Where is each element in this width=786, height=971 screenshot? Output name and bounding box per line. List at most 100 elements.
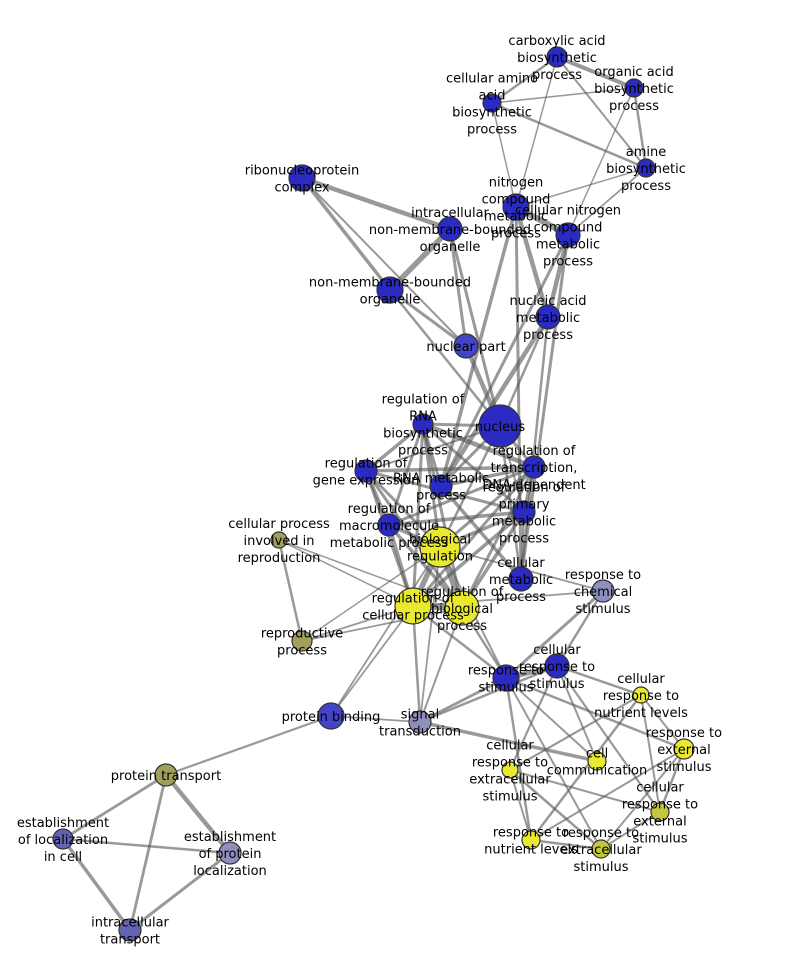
graph-edge [330, 715, 421, 723]
graph-node-non_membrane_bounded_organelle[interactable] [376, 276, 404, 304]
graph-node-protein_transport[interactable] [154, 763, 178, 787]
graph-node-regulation_of_gene_expression[interactable] [354, 459, 378, 483]
graph-node-intracellular_transport[interactable] [118, 918, 142, 942]
graph-edge [128, 851, 232, 932]
graph-edge [300, 176, 392, 292]
graph-edge [61, 773, 168, 841]
graph-node-intracellular_non_membrane_bounded_organelle[interactable] [437, 216, 463, 242]
graph-edge [460, 510, 526, 610]
graph-edge [640, 694, 685, 750]
graph-node-regulation_of_cellular_process[interactable] [394, 587, 432, 625]
graph-node-response_to_external_stimulus[interactable] [673, 738, 695, 760]
graph-edge [529, 693, 643, 842]
graph-edge [448, 227, 502, 428]
graph-edge [411, 465, 536, 608]
graph-node-nuclear_part[interactable] [453, 333, 479, 359]
graph-node-response_to_extracellular_stimulus[interactable] [591, 839, 611, 859]
graph-edge [640, 694, 661, 813]
graph-node-establishment_of_protein_localization[interactable] [218, 841, 242, 865]
graph-edge [301, 546, 441, 642]
graph-edge [411, 604, 422, 724]
graph-edge [418, 664, 559, 724]
graph-edge [439, 465, 536, 488]
graph-edge [555, 664, 643, 697]
graph-edge [418, 676, 508, 724]
graph-node-cellular_nitrogen_compound_metabolic_process[interactable] [555, 222, 581, 248]
graph-edge [418, 720, 599, 763]
graph-node-establishment_of_localization_in_cell[interactable] [52, 828, 74, 850]
graph-node-protein_binding[interactable] [317, 702, 345, 730]
graph-edge [490, 55, 559, 105]
graph-edge [632, 86, 648, 170]
graph-node-cell_communication[interactable] [587, 751, 607, 771]
graph-node-ribonucleoprotein_complex[interactable] [288, 164, 316, 192]
graph-node-carboxylic_acid_biosynthetic_process[interactable] [546, 46, 568, 68]
graph-edge [411, 510, 526, 608]
graph-node-amine_biosynthetic_process[interactable] [636, 158, 656, 178]
graph-edge [460, 465, 536, 610]
graph-edge [61, 837, 232, 855]
graph-node-nucleus[interactable] [478, 404, 522, 448]
graph-node-signal_transduction[interactable] [408, 710, 432, 734]
graph-edge [388, 288, 502, 428]
graph-node-cellular_response_to_external_stimulus[interactable] [650, 802, 670, 822]
graph-node-regulation_of_biological_process[interactable] [444, 590, 480, 626]
graph-edge [490, 101, 648, 170]
graph-edge [508, 768, 603, 851]
graph-edge [330, 605, 414, 717]
graph-node-regulation_of_rna_biosynthetic_process[interactable] [412, 413, 434, 435]
graph-node-cellular_response_to_nutrient_levels[interactable] [632, 686, 650, 704]
graph-edge [419, 607, 463, 723]
graph-edge [301, 605, 414, 642]
graph-edge [600, 811, 661, 850]
graph-edge [600, 748, 685, 850]
graph-node-response_to_stimulus[interactable] [492, 664, 520, 692]
graph-edge [504, 676, 686, 751]
graph-edge [515, 167, 647, 208]
graph-node-response_to_chemical_stimulus[interactable] [591, 579, 615, 603]
graph-node-cellular_response_to_extracellular_stimulus[interactable] [501, 761, 519, 779]
graph-node-rna_metabolic_process[interactable] [429, 474, 453, 498]
graph-node-regulation_of_transcription_dna_dependent[interactable] [522, 455, 546, 479]
graph-node-cellular_metabolic_process[interactable] [508, 566, 534, 592]
graph-node-nucleic_acid_metabolic_process[interactable] [535, 304, 561, 330]
graph-node-cellular_amino_acid_biosynthetic_process[interactable] [482, 93, 502, 113]
graph-edge [555, 55, 636, 90]
graph-node-organic_acid_biosynthetic_process[interactable] [624, 78, 644, 98]
graph-node-regulation_of_macromolecule_metabolic_process[interactable] [377, 513, 401, 537]
graph-edge [164, 714, 333, 777]
graph-edge [364, 422, 425, 473]
graph-edge [508, 693, 643, 772]
graph-node-nitrogen_compound_metabolic_process[interactable] [502, 193, 530, 221]
graph-node-reproductive_process[interactable] [291, 630, 313, 652]
graph-edge [301, 177, 467, 347]
graph-node-regulation_of_primary_metabolic_process[interactable] [512, 500, 536, 524]
graph-node-response_to_nutrient_levels[interactable] [521, 830, 541, 850]
graph-node-cellular_process_involved_in_reproduction[interactable] [270, 531, 288, 549]
graph-edge [364, 465, 536, 473]
graph-edge [505, 677, 598, 762]
graph-edge [364, 469, 464, 610]
graph-node-biological_regulation[interactable] [419, 526, 461, 568]
graph-node-cellular_response_to_stimulus[interactable] [544, 653, 570, 679]
graph-edge [299, 175, 453, 232]
